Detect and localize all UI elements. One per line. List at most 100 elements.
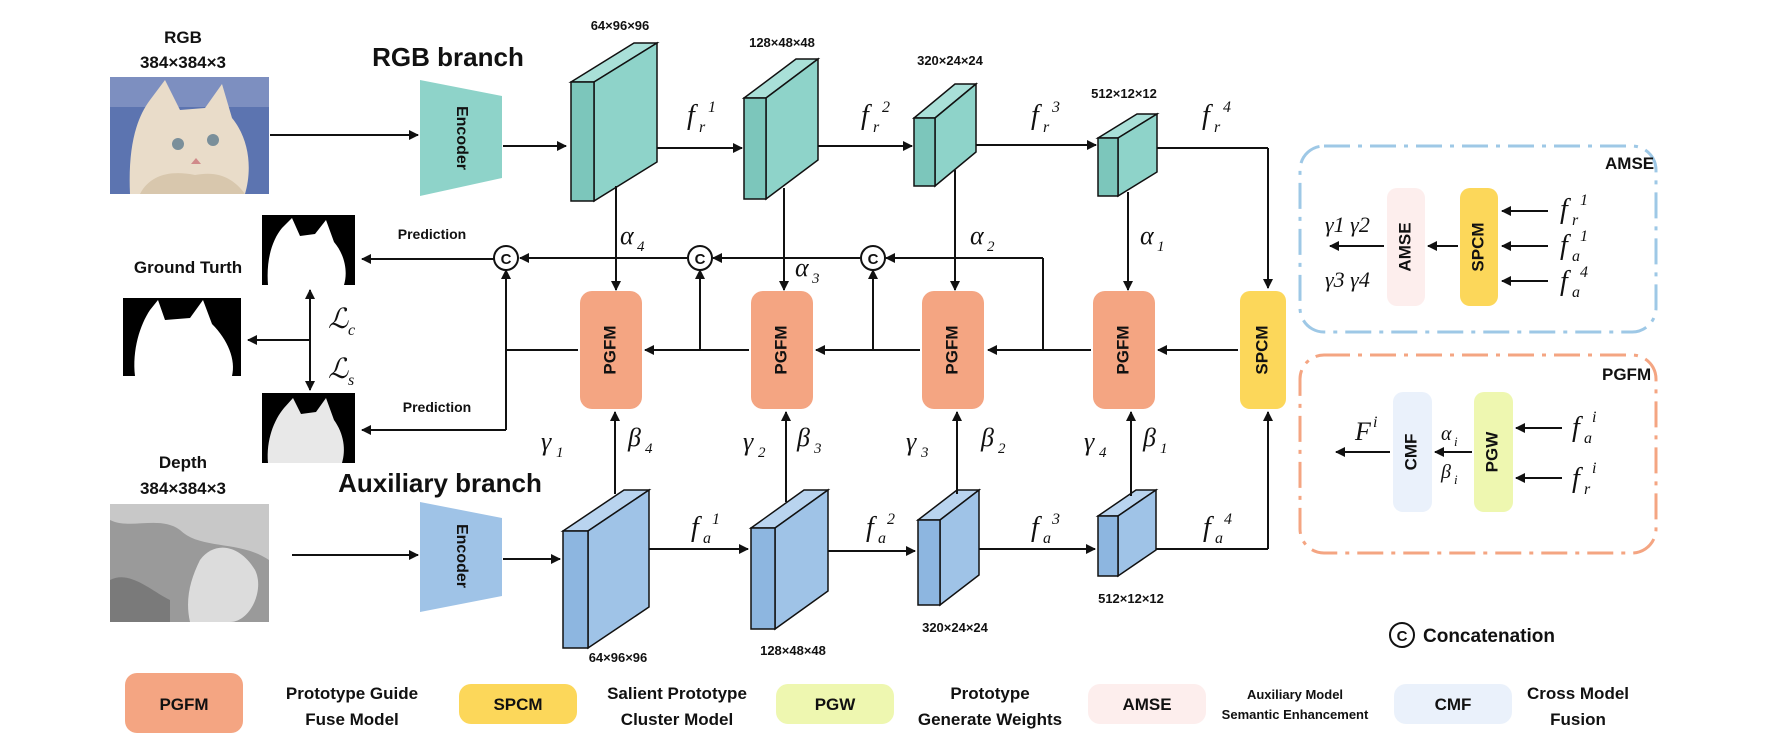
svg-text:α: α bbox=[1441, 423, 1452, 445]
svg-text:2: 2 bbox=[987, 239, 995, 255]
fr-label-1: f r 1 bbox=[687, 99, 716, 136]
depth-title: Depth bbox=[159, 453, 207, 472]
svg-text:CMF: CMF bbox=[1401, 434, 1420, 471]
svg-text:γ: γ bbox=[743, 427, 754, 456]
svg-text:β: β bbox=[627, 423, 641, 452]
pgfm-module-3: PGFM bbox=[922, 291, 984, 409]
fa-label-4: f a 4 bbox=[1203, 511, 1232, 547]
svg-text:f: f bbox=[1203, 512, 1214, 543]
svg-text:C: C bbox=[695, 251, 706, 268]
svg-text:C: C bbox=[1397, 628, 1408, 645]
svg-text:f: f bbox=[691, 512, 702, 543]
svg-text:f: f bbox=[1572, 463, 1583, 494]
svg-text:α: α bbox=[620, 221, 635, 250]
svg-text:f: f bbox=[1560, 194, 1571, 225]
svg-text:4: 4 bbox=[637, 239, 645, 255]
svg-text:s: s bbox=[348, 372, 354, 389]
svg-text:SPCM: SPCM bbox=[493, 695, 542, 714]
svg-text:Auxiliary Model: Auxiliary Model bbox=[1247, 687, 1343, 702]
depth-size: 384×384×3 bbox=[140, 479, 226, 498]
aux-feature-2 bbox=[748, 488, 831, 631]
rgb-dim-2: 128×48×48 bbox=[749, 35, 815, 50]
svg-text:3: 3 bbox=[813, 441, 822, 457]
svg-text:γ: γ bbox=[906, 427, 917, 456]
concat-legend: C Concatenation bbox=[1389, 622, 1555, 648]
svg-text:i: i bbox=[1592, 409, 1596, 426]
svg-text:f: f bbox=[1202, 100, 1213, 131]
svg-text:β: β bbox=[1440, 461, 1451, 483]
pgfm-beta: β i bbox=[1440, 461, 1458, 487]
concat-circle-3: C bbox=[860, 245, 886, 271]
svg-text:α: α bbox=[795, 253, 810, 282]
svg-text:r: r bbox=[1214, 119, 1221, 136]
rgb-title: RGB bbox=[164, 28, 202, 47]
legend-amse: AMSE Auxiliary Model Semantic Enhancemen… bbox=[1088, 684, 1369, 724]
svg-text:Fusion: Fusion bbox=[1550, 710, 1606, 729]
svg-text:f: f bbox=[687, 100, 698, 131]
svg-text:α: α bbox=[1140, 221, 1155, 250]
loss-c-label: ℒ c bbox=[328, 304, 355, 339]
amse-inset: AMSE AMSE SPCM γ1 γ2 γ3 γ4 f r 1 f a 1 f… bbox=[1298, 144, 1658, 334]
svg-text:AMSE: AMSE bbox=[1122, 695, 1171, 714]
svg-text:Fuse Model: Fuse Model bbox=[305, 710, 399, 729]
svg-text:a: a bbox=[878, 530, 886, 547]
ground-truth-image bbox=[123, 298, 241, 376]
svg-text:r: r bbox=[1043, 119, 1050, 136]
svg-text:4: 4 bbox=[1223, 99, 1231, 116]
pgfm-inset: PGFM CMF PGW F i α i β i f a i f r i bbox=[1298, 353, 1658, 555]
pgfm-in-2: f r i bbox=[1572, 460, 1596, 498]
svg-text:3: 3 bbox=[920, 445, 929, 461]
gamma-label-4: γ 4 bbox=[1084, 427, 1107, 461]
svg-text:F: F bbox=[1354, 417, 1372, 446]
svg-text:r: r bbox=[1572, 212, 1579, 229]
svg-text:f: f bbox=[1572, 412, 1583, 443]
svg-text:C: C bbox=[501, 251, 512, 268]
svg-text:ℒ: ℒ bbox=[328, 354, 349, 385]
svg-text:Salient Prototype: Salient Prototype bbox=[607, 684, 747, 703]
svg-text:1: 1 bbox=[556, 445, 564, 461]
svg-text:1: 1 bbox=[712, 511, 720, 528]
svg-text:c: c bbox=[348, 322, 355, 339]
svg-text:CMF: CMF bbox=[1435, 695, 1472, 714]
svg-text:4: 4 bbox=[1580, 264, 1588, 281]
svg-text:i: i bbox=[1454, 434, 1458, 449]
svg-text:2: 2 bbox=[998, 441, 1006, 457]
svg-text:2: 2 bbox=[882, 99, 890, 116]
alpha-label-1: α 1 bbox=[1140, 221, 1165, 255]
svg-text:f: f bbox=[861, 100, 872, 131]
svg-text:r: r bbox=[1584, 481, 1591, 498]
concat-circle-2: C bbox=[687, 245, 713, 271]
aux-encoder-label: Encoder bbox=[453, 524, 470, 588]
prediction-image-top bbox=[262, 215, 355, 285]
svg-text:Semantic Enhancement: Semantic Enhancement bbox=[1222, 707, 1369, 722]
fr-label-4: f r 4 bbox=[1202, 99, 1231, 136]
svg-text:PGFM: PGFM bbox=[600, 325, 619, 374]
beta-label-1: β 1 bbox=[1142, 423, 1168, 457]
pgfm-out: F i bbox=[1354, 414, 1377, 446]
svg-text:PGFM: PGFM bbox=[771, 325, 790, 374]
rgb-encoder-label: Encoder bbox=[453, 106, 470, 170]
aux-feature-3 bbox=[915, 488, 982, 607]
svg-text:3: 3 bbox=[811, 271, 820, 287]
svg-text:f: f bbox=[866, 512, 877, 543]
pgfm-alpha: α i bbox=[1441, 423, 1458, 449]
svg-text:SPCM: SPCM bbox=[1468, 222, 1487, 271]
beta-label-4: β 4 bbox=[627, 423, 653, 457]
rgb-feature-3 bbox=[911, 82, 979, 188]
svg-text:PGFM: PGFM bbox=[942, 325, 961, 374]
aux-branch-title: Auxiliary branch bbox=[338, 468, 542, 498]
aux-encoder: Encoder bbox=[420, 502, 502, 612]
legend-pgfm: PGFM Prototype Guide Fuse Model bbox=[125, 673, 418, 733]
aux-feature-4 bbox=[1095, 488, 1159, 578]
amse-in-1: f r 1 bbox=[1560, 192, 1588, 229]
svg-text:r: r bbox=[873, 119, 880, 136]
concat-circle-1: C bbox=[493, 245, 519, 271]
rgb-feature-4 bbox=[1095, 112, 1160, 198]
prediction-image-bottom bbox=[262, 393, 355, 463]
svg-text:a: a bbox=[703, 530, 711, 547]
svg-text:3: 3 bbox=[1051, 99, 1060, 116]
aux-feature-1 bbox=[560, 488, 652, 650]
aux-dim-2: 128×48×48 bbox=[760, 643, 826, 658]
concat-legend-text: Concatenation bbox=[1423, 626, 1555, 647]
svg-text:a: a bbox=[1572, 248, 1580, 265]
